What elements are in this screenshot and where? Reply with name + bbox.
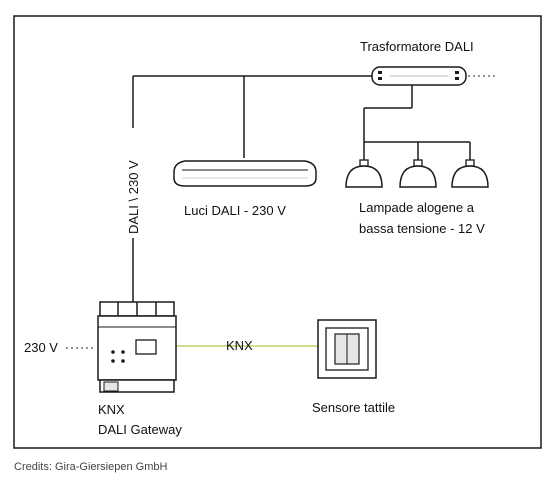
touch-sensor [317, 319, 377, 379]
knx-bus-label: KNX [226, 338, 253, 353]
dali-transformer [371, 66, 467, 86]
dali-bus-label: DALI \ 230 V [126, 160, 141, 234]
credits-text: Credits: Gira-Giersiepen GmbH [14, 461, 168, 473]
diagram-frame [13, 15, 542, 449]
transformer-label: Trasformatore DALI [360, 39, 474, 54]
supply-label: 230 V [24, 340, 58, 355]
gateway-label-line1: KNX [98, 402, 125, 417]
gateway-label-line2: DALI Gateway [98, 422, 182, 437]
halogen-lamp-2 [399, 159, 437, 188]
dali-lights-label: Luci DALI - 230 V [184, 203, 286, 218]
dali-light-fixture [173, 160, 317, 187]
touch-sensor-label: Sensore tattile [312, 400, 395, 415]
halogen-lamp-3 [451, 159, 489, 188]
halogen-label-line1: Lampade alogene a [359, 200, 475, 215]
halogen-label-line2: bassa tensione - 12 V [359, 221, 485, 236]
knx-dali-gateway [97, 301, 177, 393]
halogen-lamp-1 [345, 159, 383, 188]
wiring [132, 75, 471, 302]
